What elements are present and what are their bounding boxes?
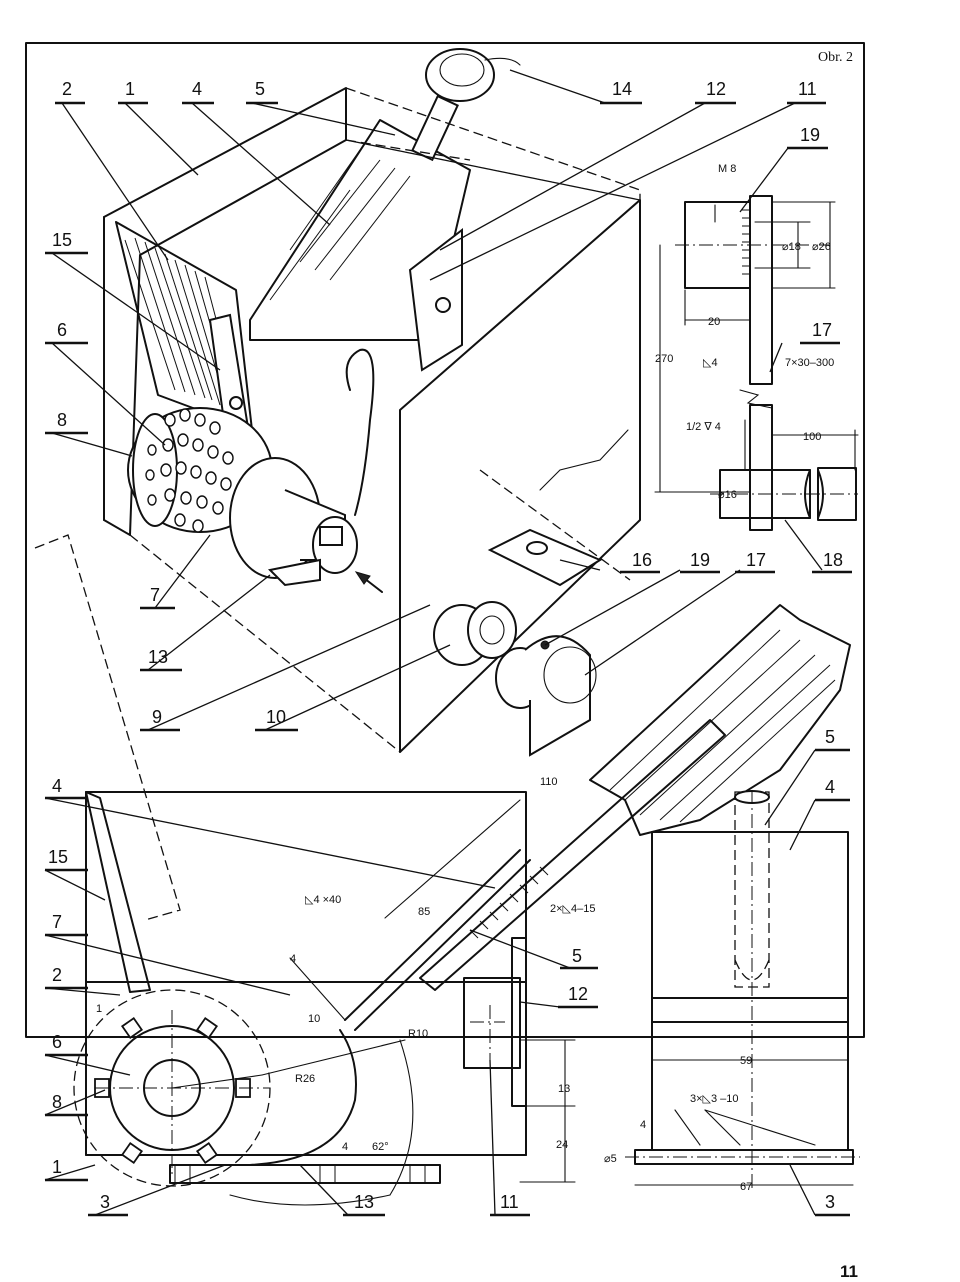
callout-11: 11 [798,79,817,99]
dim-59: 59 [740,1055,752,1067]
section-hinge-plate [463,977,521,1069]
callout-9: 9 [152,707,162,727]
callout-12: 12 [706,79,726,99]
base-block [267,558,321,587]
wall-section [589,604,851,836]
page-number: 11 [840,1262,858,1281]
callout-11-section: 11 [500,1192,519,1212]
dim-weld-3x3-10: 3×◺3 –10 [690,1093,739,1105]
dim-13: 13 [558,1083,570,1095]
callout-17: 17 [746,550,766,570]
dim-half-thread: 1/2 ∇ 4 [686,421,721,433]
detail-19-17-18 [654,195,859,531]
dim-1: 1 [96,1003,102,1015]
callout-13: 13 [148,647,168,667]
callout-numbers: 2 1 4 5 14 12 11 19 15 6 8 7 13 9 10 16 … [45,79,852,1217]
dim-270: 270 [655,353,673,365]
callout-12-section: 12 [568,984,588,1004]
dim-4: 4 [290,953,296,965]
figure-label: Obr. 2 [818,50,853,65]
dim-d26: ⌀26 [812,241,831,253]
dim-85: 85 [418,906,430,918]
callout-16: 16 [632,550,652,570]
dim-24: 24 [556,1139,568,1151]
callout-8: 8 [57,410,67,430]
base-strip [169,1164,441,1184]
lug-plate [487,528,603,587]
dim-4-guide: 4 [342,1141,348,1153]
right-side-plate [399,199,641,753]
dim-20: 20 [708,316,720,328]
dim-67: 67 [740,1181,752,1193]
dim-10: 10 [308,1013,320,1025]
callout-5: 5 [255,79,265,99]
isometric-assembly [34,48,641,921]
dim-100: 100 [803,431,821,443]
callout-14: 14 [612,79,632,99]
callout-3-section: 3 [100,1192,110,1212]
dim-r26: R26 [295,1073,315,1085]
callout-5-section: 5 [572,946,582,966]
hinge-plate [408,227,463,372]
callout-17-top: 17 [812,320,832,340]
bushing [433,601,517,666]
dim-62deg: 62° [372,1141,389,1153]
callout-4-side: 4 [825,777,835,797]
callout-1: 1 [125,79,135,99]
section-view [73,604,851,1206]
dim-7x30-300: 7×30–300 [785,357,834,369]
dim-weld-4x40: ◺4 ×40 [305,894,341,906]
callout-19-top: 19 [800,125,820,145]
callout-18: 18 [823,550,843,570]
dim-m8: M 8 [718,163,736,175]
dim-r10: R10 [408,1028,428,1040]
callout-7-section: 7 [52,912,62,932]
rail-strip [419,719,726,991]
callout-15: 15 [52,230,72,250]
dim-110: 110 [540,776,558,788]
callout-15-section: 15 [48,847,68,867]
dim-d5: ⌀5 [604,1153,617,1165]
callout-1-section: 1 [52,1157,62,1177]
callout-2: 2 [62,79,72,99]
callout-5-side: 5 [825,727,835,747]
callout-2-section: 2 [52,965,62,985]
callout-6: 6 [57,320,67,340]
callout-8-section: 8 [52,1092,62,1112]
callout-3-side: 3 [825,1192,835,1212]
curved-strip [345,348,375,516]
callout-4: 4 [192,79,202,99]
callout-7: 7 [150,585,160,605]
callout-19: 19 [690,550,710,570]
section-plate-15 [85,791,151,993]
bearing-block [495,635,597,757]
dimension-texts: M 8 ⌀18 ⌀26 20 270 ◺4 7×30–300 1/2 ∇ 4 1… [96,163,834,1193]
dim-d18: ⌀18 [782,241,801,253]
callout-4-section: 4 [52,776,62,796]
drawing-frame [25,42,865,1038]
dim-d16: ⌀16 [718,489,737,501]
callout-13-section: 13 [354,1192,374,1212]
dim-weld-4: ◺4 [703,357,718,369]
dim-4-side: 4 [640,1119,646,1131]
leader-lines [44,69,823,1216]
callout-10: 10 [266,707,286,727]
callout-6-section: 6 [52,1032,62,1052]
side-view [625,790,860,1190]
guide-outline [34,534,181,921]
dim-weld-2x4-15: 2×◺4–15 [550,903,595,915]
